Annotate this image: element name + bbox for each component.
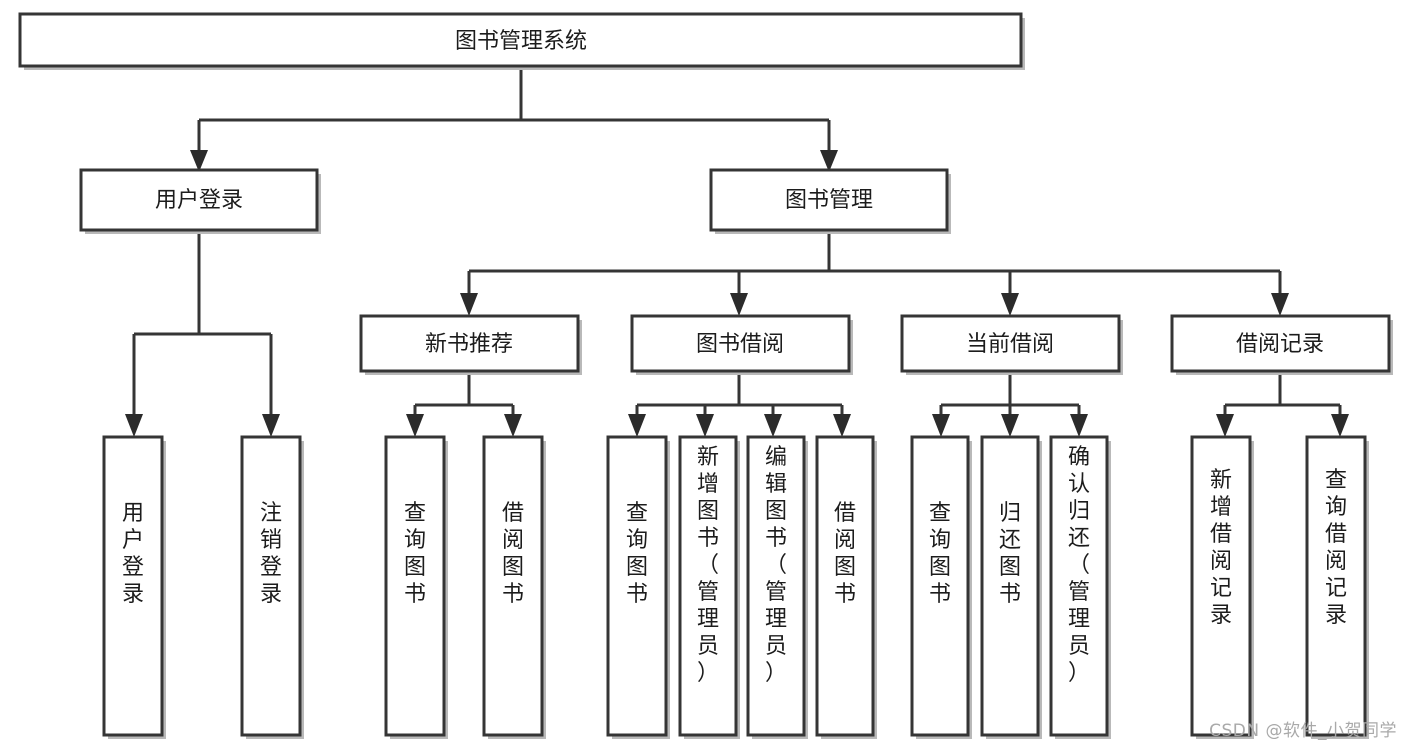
connector-group-borrow-record-to-leaves (1216, 375, 1349, 437)
leaf-borrow-book-2-label: 借阅图书 (834, 501, 856, 607)
node-root-label: 图书管理系统 (455, 29, 587, 54)
connector-group-book-borrow-to-leaves (628, 375, 851, 437)
leaf-query-record-box (1305, 435, 1367, 737)
leaf-node-query-record[interactable]: 查询借阅记录 (1305, 435, 1369, 739)
leaf-node-query-book-1[interactable]: 查询图书 (384, 435, 448, 739)
leaf-edit-book-label: 编辑图书（管理员） (765, 445, 787, 686)
arrow-head-leaf-add-record (1216, 414, 1234, 437)
leaf-return-book-label: 归还图书 (999, 501, 1021, 607)
connector-group-current-borrow-to-leaves (932, 375, 1088, 437)
node-new-book-recommend[interactable]: 新书推荐 (359, 314, 582, 375)
connector-group-user-login-to-leaves (125, 232, 280, 437)
leaf-query-book-3-box (910, 435, 970, 737)
arrow-head-leaf-user-login (125, 414, 143, 437)
leaf-node-edit-book[interactable]: 编辑图书（管理员） (746, 435, 808, 739)
arrow-head-leaf-return-book (1001, 414, 1019, 437)
leaf-query-record-label: 查询借阅记录 (1325, 468, 1347, 628)
leaf-add-record-box (1190, 435, 1252, 737)
leaf-query-book-1-label: 查询图书 (404, 501, 426, 607)
node-book-management[interactable]: 图书管理 (709, 168, 951, 234)
leaf-user-login-label: 用户登录 (122, 501, 144, 607)
leaf-borrow-book-1-label: 借阅图书 (502, 501, 524, 607)
node-book-management-box (709, 168, 949, 232)
node-current-borrow-box (900, 314, 1121, 373)
leaf-add-record-label: 新增借阅记录 (1210, 468, 1232, 628)
node-new-book-recommend-box (359, 314, 580, 373)
connector-group-book-management-to-level3 (460, 232, 1289, 316)
leaf-borrow-book-1-box (482, 435, 544, 737)
leaf-borrow-book-2-box (815, 435, 875, 737)
leaf-node-query-book-2[interactable]: 查询图书 (606, 435, 670, 739)
node-book-management-label: 图书管理 (785, 188, 873, 213)
arrow-head-leaf-query-record (1331, 414, 1349, 437)
leaf-query-book-2-label: 查询图书 (626, 501, 648, 607)
node-user-login-label: 用户登录 (155, 188, 243, 213)
leaf-node-add-record[interactable]: 新增借阅记录 (1190, 435, 1254, 739)
node-book-borrow-label: 图书借阅 (696, 332, 784, 357)
node-current-borrow-label: 当前借阅 (966, 332, 1054, 357)
arrow-head-leaf-query-book-2 (628, 414, 646, 437)
node-borrow-record-label: 借阅记录 (1236, 332, 1324, 357)
leaf-user-logout-box (240, 435, 302, 737)
node-user-login[interactable]: 用户登录 (79, 168, 321, 234)
leaf-edit-book-box (746, 435, 806, 737)
leaf-node-borrow-book-1[interactable]: 借阅图书 (482, 435, 546, 739)
leaf-confirm-return-box (1049, 435, 1109, 737)
connector-group-new-book-recommend-to-leaves (406, 375, 522, 437)
node-root-box (18, 12, 1023, 68)
arrow-head-current-borrow (1001, 293, 1019, 316)
leaf-add-book-label: 新增图书（管理员） (697, 445, 719, 686)
node-book-borrow-box (630, 314, 851, 373)
node-new-book-recommend-label: 新书推荐 (425, 332, 513, 357)
arrow-head-leaf-user-logout (262, 414, 280, 437)
arrow-head-leaf-query-book-3 (932, 414, 950, 437)
leaf-node-user-login[interactable]: 用户登录 (102, 435, 166, 739)
leaf-node-confirm-return[interactable]: 确认归还（管理员） (1049, 435, 1111, 739)
arrow-head-leaf-query-book-1 (406, 414, 424, 437)
arrow-head-book-management (820, 150, 838, 172)
arrow-head-leaf-add-book (696, 414, 714, 437)
leaf-node-user-logout[interactable]: 注销登录 (240, 435, 304, 739)
arrow-head-borrow-record (1271, 293, 1289, 316)
arrow-head-leaf-borrow-book-2 (833, 414, 851, 437)
leaf-return-book-box (980, 435, 1040, 737)
leaf-query-book-1-box (384, 435, 446, 737)
node-borrow-record[interactable]: 借阅记录 (1170, 314, 1393, 375)
leaf-confirm-return-label: 确认归还（管理员） (1068, 445, 1090, 686)
arrow-head-new-book-recommend (460, 293, 478, 316)
arrow-head-leaf-borrow-book-1 (504, 414, 522, 437)
node-user-login-box (79, 168, 319, 232)
leaf-node-query-book-3[interactable]: 查询图书 (910, 435, 972, 739)
connector-group-root-to-level2 (190, 68, 838, 172)
leaf-query-book-3-label: 查询图书 (929, 501, 951, 607)
arrow-head-book-borrow (730, 293, 748, 316)
leaf-node-add-book[interactable]: 新增图书（管理员） (678, 435, 740, 739)
node-book-borrow[interactable]: 图书借阅 (630, 314, 853, 375)
leaf-user-logout-label: 注销登录 (260, 501, 282, 607)
leaf-query-book-2-box (606, 435, 668, 737)
arrow-head-leaf-confirm-return (1070, 414, 1088, 437)
leaf-node-return-book[interactable]: 归还图书 (980, 435, 1042, 739)
node-borrow-record-box (1170, 314, 1391, 373)
arrow-head-leaf-edit-book (764, 414, 782, 437)
node-root[interactable]: 图书管理系统 (18, 12, 1025, 70)
leaf-user-login-box (102, 435, 164, 737)
leaf-node-borrow-book-2[interactable]: 借阅图书 (815, 435, 877, 739)
node-current-borrow[interactable]: 当前借阅 (900, 314, 1123, 375)
arrow-head-user-login (190, 150, 208, 172)
leaf-add-book-box (678, 435, 738, 737)
